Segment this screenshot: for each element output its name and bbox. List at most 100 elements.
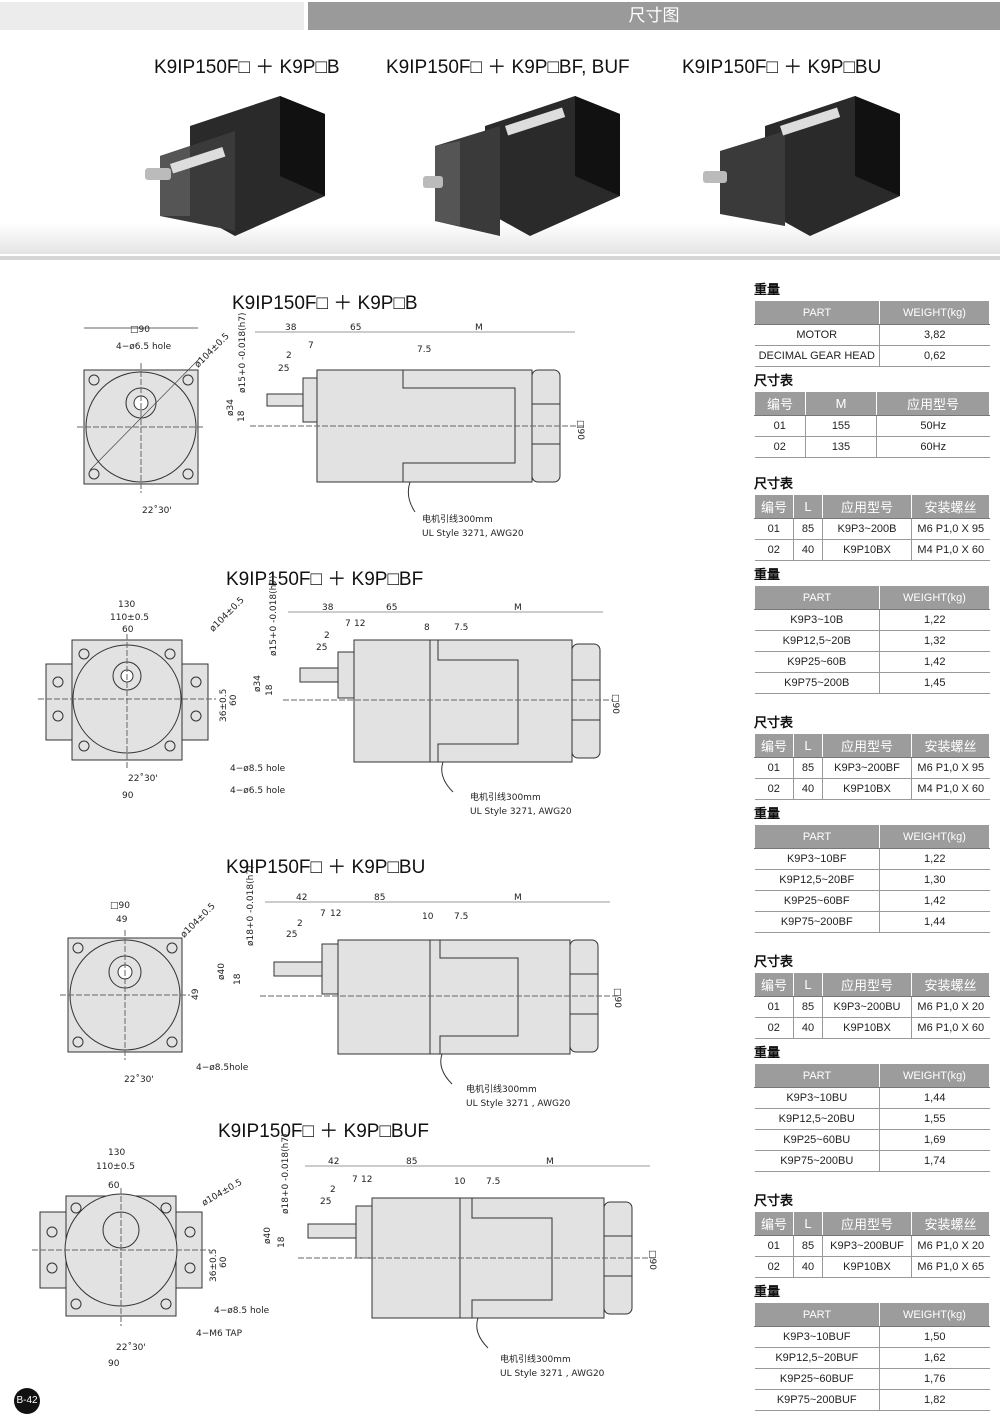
- label-text: 2: [330, 1185, 336, 1195]
- label-text: 110±0.5: [110, 613, 149, 623]
- label-text: UL Style 3271, AWG20: [422, 529, 524, 539]
- table-label: 重量: [754, 1285, 781, 1300]
- label-text: 7: [345, 619, 351, 629]
- label-text: 7.5: [454, 912, 468, 922]
- label-text: 18: [277, 1236, 287, 1248]
- label-text: WEIGHT(kg): [879, 585, 990, 610]
- motor-photo-bu: [703, 96, 900, 236]
- label-text: 4−ø6.5 hole: [230, 786, 286, 796]
- label-text: ø34: [226, 399, 236, 416]
- label-text: M6 P1,0 X 65: [911, 1256, 990, 1278]
- label-text: 7.5: [417, 345, 431, 355]
- label-text: 25: [320, 1197, 331, 1207]
- label-text: 1,45: [879, 672, 990, 694]
- table-label: 尺寸表: [754, 477, 794, 492]
- label-text: 7.5: [486, 1177, 500, 1187]
- label-text: K9P75~200BUF: [754, 1389, 880, 1411]
- label-text: K9P12,5~20BU: [754, 1108, 880, 1130]
- label-text: 155: [805, 415, 877, 437]
- label-text: 02: [754, 1017, 794, 1039]
- label-text: 应用型号: [822, 494, 912, 519]
- label-text: 4−M6 TAP: [196, 1329, 243, 1339]
- label-text: 1,32: [879, 630, 990, 652]
- label-text: M: [805, 391, 877, 416]
- label-text: 编号: [754, 494, 794, 519]
- label-text: 85: [793, 1235, 823, 1257]
- label-text: 01: [754, 1235, 794, 1257]
- label-text: 2: [297, 919, 303, 929]
- label-text: 7: [320, 909, 326, 919]
- label-text: K9P75~200B: [754, 672, 880, 694]
- label-text: 7: [352, 1175, 358, 1185]
- label-text: 编号: [754, 391, 806, 416]
- label-text: 2: [286, 351, 292, 361]
- label-text: 50Hz: [876, 415, 990, 437]
- label-text: K9P3~200BF: [822, 757, 912, 779]
- label-text: K9P3~10BF: [754, 848, 880, 870]
- label-text: 25: [316, 643, 327, 653]
- label-text: 49: [116, 915, 128, 925]
- label-text: ø104±0.5: [201, 1178, 245, 1209]
- label-text: 40: [793, 1017, 823, 1039]
- label-text: PART: [754, 824, 880, 849]
- label-text: 60: [122, 625, 134, 635]
- label-text: 1,55: [879, 1108, 990, 1130]
- label-text: K9P25~60B: [754, 651, 880, 673]
- label-text: L: [793, 733, 823, 758]
- label-text: 1,76: [879, 1368, 990, 1390]
- label-text: WEIGHT(kg): [879, 1063, 990, 1088]
- label-text: M4 P1,0 X 60: [911, 778, 990, 800]
- label-text: K9P75~200BU: [754, 1150, 880, 1172]
- label-text: M6 P1,0 X 20: [911, 1235, 990, 1257]
- label-text: 1,42: [879, 890, 990, 912]
- label-text: M6 P1,0 X 95: [911, 518, 990, 540]
- label-text: PART: [754, 300, 880, 325]
- label-text: 25: [278, 364, 289, 374]
- label-text: □90: [610, 694, 620, 714]
- label-text: 60: [229, 694, 239, 706]
- label-text: M6 P1,0 X 60: [911, 1017, 990, 1039]
- label-text: 01: [754, 996, 794, 1018]
- header-left-band: [0, 2, 304, 30]
- label-text: 02: [754, 436, 806, 458]
- drawing-b: □90 4−ø6.5 hole ø104±0.5 22˚30' ø15+0 -0…: [77, 312, 585, 539]
- label-text: K9P12,5~20BF: [754, 869, 880, 891]
- label-text: 22˚30': [128, 773, 158, 784]
- motor-photo-b: [145, 96, 325, 236]
- label-text: 22˚30': [116, 1342, 146, 1353]
- label-text: 130: [118, 600, 135, 610]
- label-text: 7.5: [454, 623, 468, 633]
- label-text: ø34: [253, 675, 263, 692]
- label-text: 60Hz: [876, 436, 990, 458]
- label-text: 01: [754, 415, 806, 437]
- dim-square: □90: [130, 325, 150, 335]
- label-text: 1,82: [879, 1389, 990, 1411]
- label-text: 02: [754, 539, 794, 561]
- label-text: M: [475, 323, 483, 333]
- label-text: MOTOR: [754, 324, 880, 346]
- table-label: 重量: [754, 807, 781, 822]
- table-label: 尺寸表: [754, 1194, 794, 1209]
- label-text: K9P10BX: [822, 1256, 912, 1278]
- label-text: 42: [328, 1157, 339, 1167]
- label-text: M: [514, 603, 522, 613]
- label-text: M: [546, 1157, 554, 1167]
- label-text: UL Style 3271, AWG20: [470, 807, 572, 817]
- drawing-title-bu: K9IP150F□ ＋ K9P□BU: [226, 857, 426, 878]
- label-text: ø40: [217, 963, 227, 980]
- label-text: 1,69: [879, 1129, 990, 1151]
- drawing-bf: 130 110±0.5 60 ø104±0.5 36±0.5 60 4−ø8.5…: [38, 575, 620, 817]
- label-text: 10: [454, 1177, 466, 1187]
- label-text: M4 P1,0 X 60: [911, 539, 990, 561]
- label-text: 12: [354, 619, 365, 629]
- label-text: 49: [191, 988, 201, 1000]
- label-text: 3,82: [879, 324, 990, 346]
